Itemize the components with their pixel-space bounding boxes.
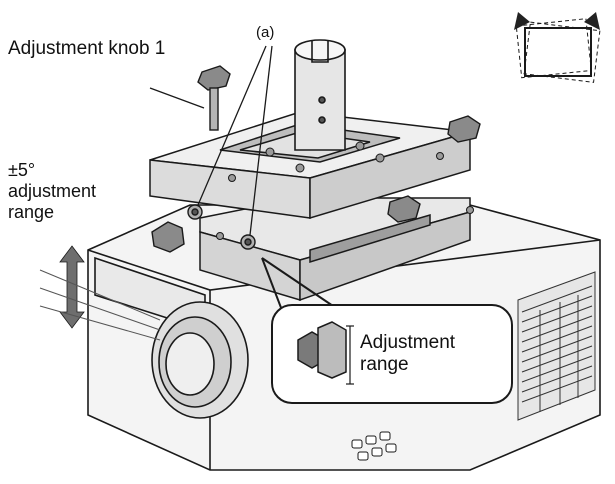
label-tilt-range: ±5° adjustment range bbox=[8, 160, 96, 223]
upper-plate-front bbox=[309, 131, 471, 220]
tilt-line bbox=[39, 269, 161, 321]
lens-glass bbox=[165, 332, 215, 396]
lens bbox=[151, 301, 249, 419]
pole-hole bbox=[318, 116, 326, 124]
rotation-icon-dashed-a bbox=[515, 18, 592, 79]
label-tilt-range-line2: adjustment bbox=[8, 181, 97, 201]
label-tilt-range-line1: ±5° bbox=[8, 160, 36, 180]
leader-lines bbox=[149, 45, 273, 236]
label-inset-line1: Adjustment bbox=[360, 332, 456, 353]
callout-line bbox=[261, 257, 337, 309]
screw-a bbox=[187, 204, 256, 250]
rotation-icon-frame bbox=[524, 27, 592, 77]
label-tilt-range-line3: range bbox=[8, 202, 55, 222]
tilt-arrow bbox=[39, 245, 161, 341]
inset-callout bbox=[261, 257, 513, 404]
label-inset-line2: range bbox=[360, 354, 409, 375]
inset-bolt-body bbox=[317, 321, 347, 379]
leader-a-left bbox=[197, 45, 267, 206]
tilt-arrow-icon bbox=[59, 245, 85, 329]
rotation-arrow-left bbox=[514, 12, 530, 30]
adjustment-knob-1 bbox=[197, 65, 231, 131]
label-inset-adjustment-range: Adjustment range bbox=[360, 332, 455, 376]
knob-left-head bbox=[151, 221, 185, 253]
rotation-icon bbox=[514, 12, 601, 83]
control-panel bbox=[351, 431, 397, 461]
knob-left bbox=[151, 221, 185, 253]
leader-a-right bbox=[249, 45, 273, 236]
tilt-line bbox=[39, 305, 161, 341]
pole-hole bbox=[318, 96, 326, 104]
pole-top bbox=[294, 39, 346, 61]
vent-panel bbox=[517, 271, 596, 421]
rotation-arrow-right bbox=[584, 12, 600, 30]
mount-pole bbox=[294, 39, 346, 151]
rotation-icon-dashed-b bbox=[523, 21, 601, 83]
knob-1-shaft bbox=[209, 87, 219, 131]
leader-knob-1 bbox=[149, 87, 205, 109]
label-adjustment-knob-1: Adjustment knob 1 bbox=[8, 38, 166, 59]
lower-plate-slot bbox=[309, 214, 431, 264]
label-part-a: (a) bbox=[256, 24, 275, 41]
pole-notch bbox=[311, 40, 329, 63]
tilt-line bbox=[39, 287, 161, 331]
knob-right-rear-head bbox=[447, 115, 481, 143]
plate-screws bbox=[216, 141, 474, 240]
knob-right-front-head bbox=[387, 195, 421, 223]
knob-1-head bbox=[197, 65, 231, 91]
knob-right-rear bbox=[447, 115, 481, 143]
knob-right-front bbox=[387, 195, 421, 223]
vent-grille bbox=[517, 271, 596, 421]
